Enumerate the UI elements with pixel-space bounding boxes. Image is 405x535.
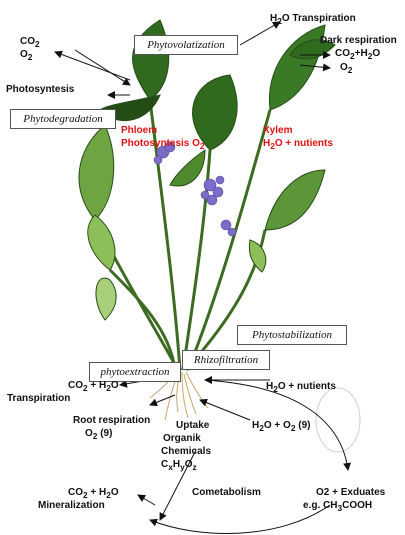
chemicals-label: Chemicals (161, 446, 211, 458)
arrow-co2-o2 (55, 52, 130, 80)
transpiration-label: Transpiration (7, 393, 70, 405)
root-respiration-label: Root respiration (73, 415, 150, 427)
xylem-nutients-label: H2O + nutients (263, 138, 333, 152)
o2-dark-label: O2 (340, 62, 352, 76)
arrow-mineralization (138, 495, 155, 505)
phytoextraction-box: phytoextraction (89, 362, 181, 382)
xylem-label: Xylem (263, 125, 292, 137)
co2-h2o-root-label: CO2 + H2O (68, 380, 119, 394)
phytodegradation-box: Phytodegradation (10, 109, 116, 129)
o2-label: O2 (20, 49, 32, 63)
phloem-photosyntesis-label: Photosyntesis O2 (121, 138, 205, 152)
cometabolism-label: Cometabolism (192, 487, 261, 499)
co2-label: CO2 (20, 36, 40, 50)
uptake-label: Uptake (176, 420, 209, 432)
arrow-h2o-o2 (200, 400, 250, 420)
root-o2-label: O2 (9) (85, 428, 112, 442)
dark-respiration-label: Dark respiration (320, 35, 397, 47)
o2-exduates-label: O2 + Exduates (316, 487, 385, 499)
co2-h2o-mineral-label: CO2 + H2O (68, 487, 119, 501)
co2-h2o-label: CO2+H2O (335, 48, 380, 62)
cxhyoz-label: CxHyOz (161, 459, 197, 473)
h2o-transpiration-label: H2O Transpiration (270, 13, 356, 27)
h2o-nutients-label: H2O + nutients (266, 381, 336, 395)
arrow-co2-in (75, 50, 130, 85)
h2o-o2-label: H2O + O2 (9) (252, 420, 310, 434)
arrow-root-respiration (150, 395, 175, 405)
phloem-label: Phloem (121, 125, 157, 137)
ch3cooh-label: e.g. CH3COOH (303, 500, 372, 514)
photosyntesis-label: Photosyntesis (6, 84, 74, 96)
rhizofiltration-box: Rhizofiltration (182, 350, 270, 370)
phytovolatization-box: Phytovolatization (134, 35, 238, 55)
phytostabilization-box: Phytostabilization (237, 325, 347, 345)
organik-label: Organik (163, 433, 201, 445)
mineralization-label: Mineralization (38, 500, 105, 512)
